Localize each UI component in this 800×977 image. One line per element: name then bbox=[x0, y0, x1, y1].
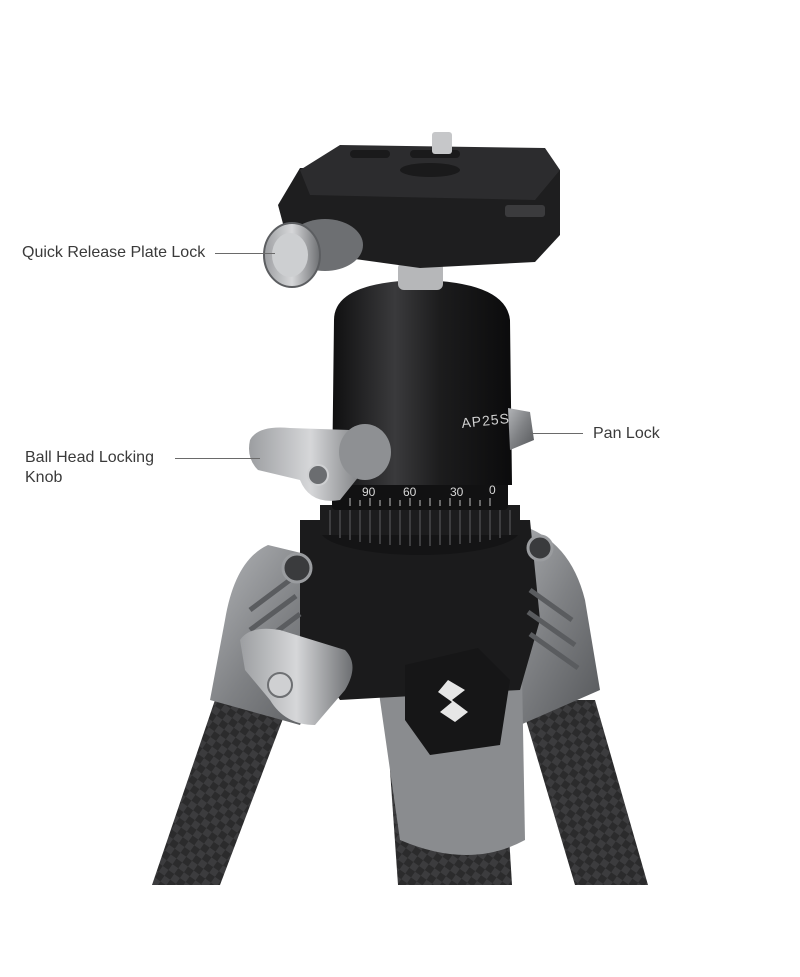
leg-lock-screw bbox=[267, 672, 293, 698]
left-leg bbox=[152, 700, 290, 885]
pan-lock-label: Pan Lock bbox=[593, 425, 660, 442]
ball-head-locking-knob-label-line2: Knob bbox=[25, 469, 63, 486]
dial-mark-60: 60 bbox=[403, 485, 417, 499]
right-leg bbox=[520, 700, 648, 885]
leg-lock-lever bbox=[240, 628, 353, 725]
qr-lock-leader-line bbox=[215, 253, 275, 254]
dial-mark-90: 90 bbox=[362, 485, 376, 499]
quick-release-plate-lock-label: Quick Release Plate Lock bbox=[22, 244, 206, 261]
knurled-ring bbox=[329, 510, 511, 546]
ball-head-locking-knob-label-line1: Ball Head Locking bbox=[25, 449, 154, 466]
pan-lock-knob bbox=[508, 408, 534, 450]
dial-mark-0: 0 bbox=[489, 483, 496, 497]
brand-logo-plate bbox=[405, 648, 510, 755]
dial-mark-30: 30 bbox=[450, 485, 464, 499]
ball-knob-leader-line bbox=[175, 458, 260, 459]
ball-head-locking-knob-label: Ball Head Locking Knob bbox=[25, 448, 154, 488]
degree-scale-ring bbox=[332, 478, 508, 510]
pan-lock-leader-line bbox=[530, 433, 583, 434]
casting-grooves bbox=[248, 578, 580, 671]
ball-head-brand-text: AP25S bbox=[461, 410, 511, 431]
